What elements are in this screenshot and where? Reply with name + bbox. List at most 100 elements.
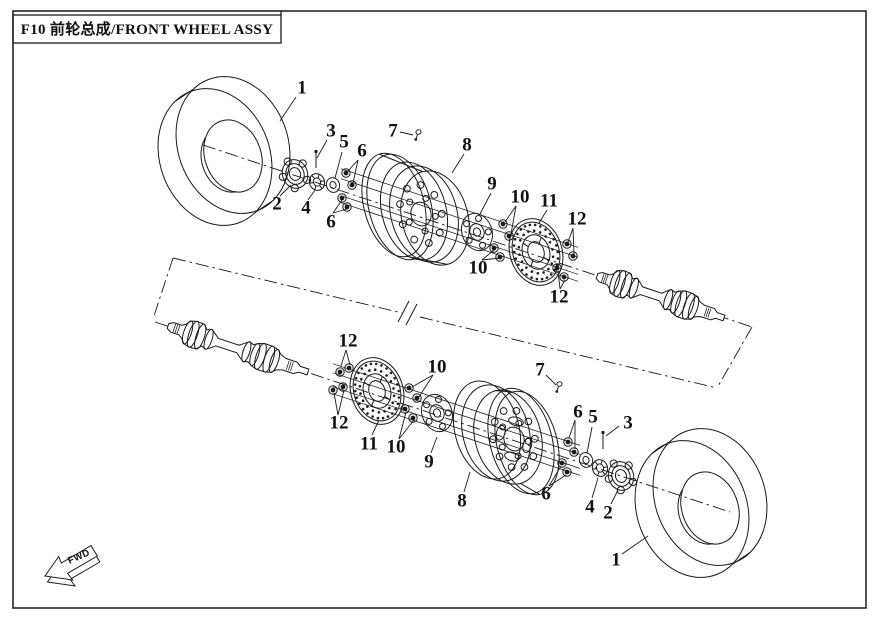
disc-vent-dot — [385, 367, 388, 370]
disc-outer-ring — [352, 360, 402, 422]
cotter-pin-upper — [314, 149, 318, 168]
bolt-head-outline — [489, 243, 499, 253]
callout-number: 7 — [535, 360, 545, 381]
bolt-head-outline — [552, 263, 562, 273]
diagram-art — [152, 76, 768, 578]
callout-leader — [605, 425, 620, 437]
hub-bolt-hole — [463, 220, 471, 228]
callout-number: 4 — [301, 198, 311, 219]
cotter-pin-lower — [601, 430, 605, 449]
rim-vent-hole — [490, 417, 499, 426]
callout-number: 1 — [611, 550, 621, 571]
bolt-head — [337, 369, 343, 375]
disc-outer-ring — [511, 221, 561, 283]
nut-castellation — [320, 180, 325, 182]
bolt-head-outline — [335, 367, 345, 377]
tire-bore-arc — [200, 137, 237, 193]
right-connector-centerline — [716, 326, 753, 389]
disc-vent-dot — [397, 389, 401, 393]
rim-lower — [452, 380, 560, 496]
axle-rib — [670, 290, 682, 314]
washer-lower — [578, 452, 594, 468]
callout-number: 12 — [339, 331, 358, 352]
disc-vent-dot — [360, 378, 363, 381]
callout-leader — [538, 209, 548, 224]
disc-hat-ring — [362, 373, 392, 409]
callout-leader — [316, 139, 328, 159]
disc-vent-dot — [366, 412, 369, 415]
callout-10: 10 — [411, 357, 447, 398]
bolt-head-outline — [344, 363, 354, 373]
callout-leader — [463, 471, 471, 493]
valve-stem-lower — [555, 381, 563, 393]
rim-lug-hole — [405, 218, 413, 226]
cap-lug — [609, 459, 618, 468]
callout-leader — [345, 349, 351, 366]
disc-vent-dot — [513, 250, 516, 254]
disc-vent-dot — [522, 233, 525, 237]
disc-bolts-lower — [328, 363, 354, 395]
callout-12: 12 — [568, 209, 587, 255]
fwd-arrow: FWD — [44, 544, 101, 587]
bolt-head — [414, 395, 420, 401]
disc-vent-dot — [369, 362, 373, 366]
callout-leader — [371, 419, 380, 436]
callout-3: 3 — [316, 121, 336, 159]
bolt-head — [497, 254, 503, 260]
disc-vent-dot — [374, 362, 378, 366]
axle-spline-hatch — [705, 308, 710, 318]
rim-spoke-slot — [508, 416, 524, 427]
callout-number: 8 — [462, 135, 472, 156]
rim-vent-hole — [495, 452, 504, 461]
guide-lines — [332, 168, 581, 476]
callout-3: 3 — [605, 413, 633, 437]
rim-vent-hole — [507, 463, 516, 472]
bolt-head — [346, 365, 352, 371]
nut-body — [591, 459, 609, 477]
cap-center — [288, 167, 302, 181]
callout-8: 8 — [451, 135, 472, 174]
bolt-head-outline — [342, 202, 352, 212]
disc-vent-dot — [539, 225, 542, 228]
washer-outer — [325, 177, 341, 193]
tire-tread-edge — [174, 89, 194, 103]
callout-leader — [568, 419, 576, 439]
disc-notch — [530, 260, 534, 267]
rim-spoke-slot — [522, 437, 533, 454]
disc-vent-dot — [376, 416, 380, 420]
callout-leader — [591, 477, 599, 499]
axle-rib — [186, 320, 200, 348]
disc-vent-dot — [551, 248, 554, 251]
hub-center — [469, 223, 485, 241]
axle-rib — [682, 292, 695, 320]
disc-vent-dot — [364, 364, 368, 367]
callout-number: 6 — [541, 484, 551, 505]
rim-lug-hole — [422, 194, 430, 202]
pin-head — [314, 149, 318, 154]
callout-number: 5 — [339, 132, 349, 153]
callout-number: 6 — [357, 141, 367, 162]
lower-guide-line — [332, 372, 581, 455]
disc-notch — [538, 237, 542, 244]
disc-vent-dot — [519, 239, 522, 242]
disc-vent-dot — [555, 244, 558, 247]
axle-spline-hatch — [172, 323, 177, 333]
rim-vent-hole — [410, 235, 419, 244]
axle-spline-hatch — [174, 324, 179, 334]
callout-1: 1 — [611, 535, 649, 571]
callout-2: 2 — [603, 489, 619, 524]
hub-bolt-hole — [425, 417, 433, 425]
disc-vent-dot — [556, 257, 560, 260]
disc-notch — [543, 256, 550, 262]
cap-lug — [298, 159, 307, 168]
nut-castellation — [602, 471, 606, 475]
valve-cap — [415, 129, 422, 135]
rim-spoke-slot — [495, 424, 506, 441]
brake-disc-upper — [508, 218, 564, 286]
nut-bore — [595, 463, 605, 473]
washer-upper — [325, 177, 341, 193]
bolt-head-outline — [412, 393, 422, 403]
tire-sidewall — [652, 428, 768, 566]
bolt-head — [344, 204, 350, 210]
